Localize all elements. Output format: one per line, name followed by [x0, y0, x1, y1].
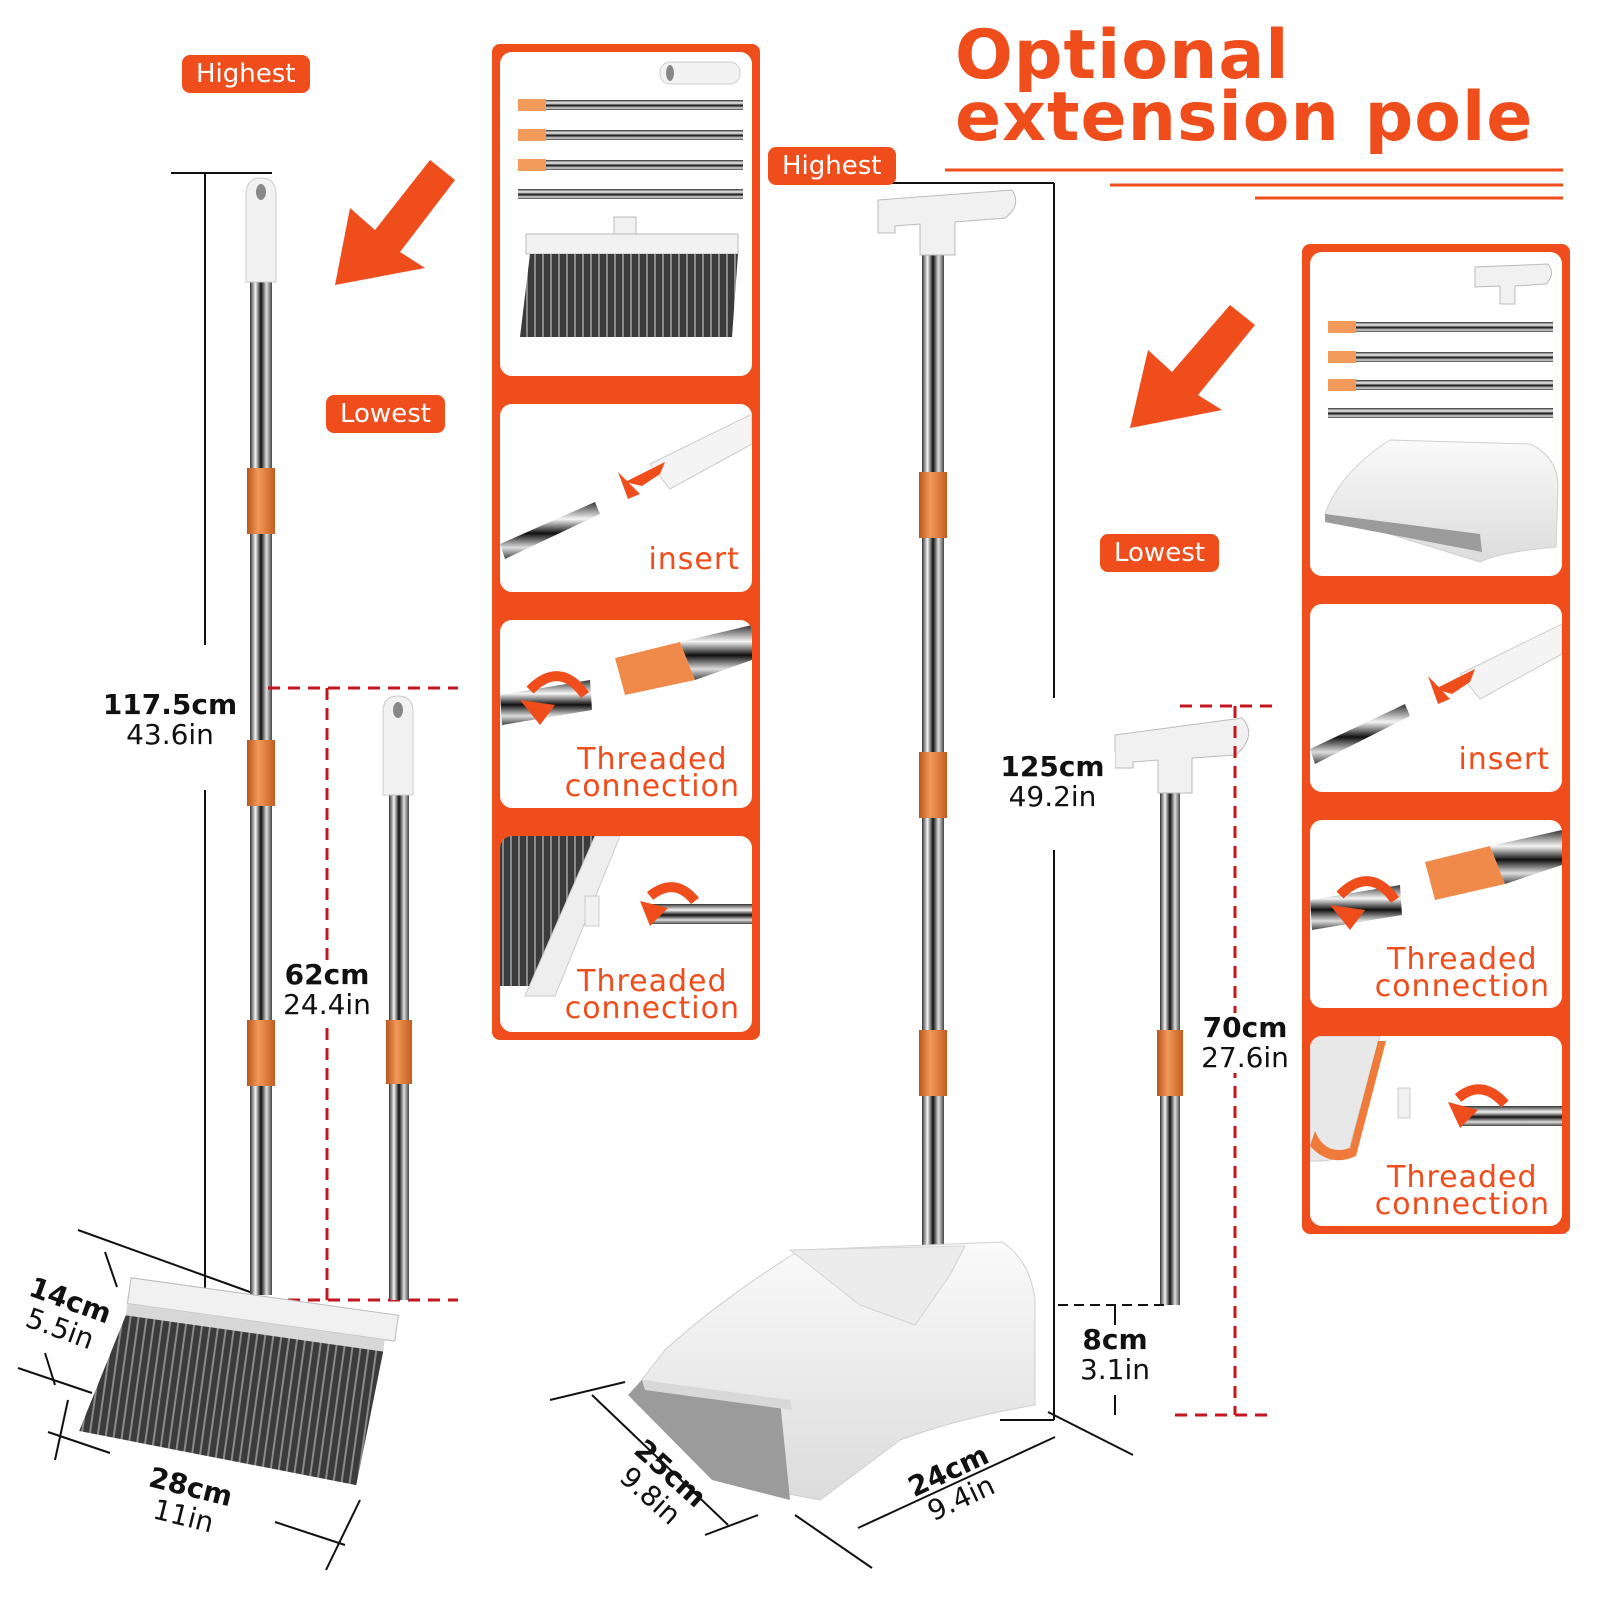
broom-threaded-card-1: Threaded connection — [500, 620, 752, 808]
dustpan-insert-illustration — [1310, 623, 1562, 764]
dustpan-threaded-card-1: Threaded connection — [1310, 820, 1562, 1008]
dustpan-parts-card — [1310, 252, 1562, 576]
threaded-caption: Threaded connection — [564, 742, 740, 804]
dim-in: 24.4in — [283, 988, 371, 1021]
highest-label-broom: Highest — [182, 55, 310, 93]
threaded-caption: Threaded connection — [1374, 942, 1550, 1004]
dim-cm: 8cm — [1082, 1323, 1148, 1356]
dim-cm: 117.5cm — [102, 688, 238, 721]
threaded-line-2: connection — [1374, 1187, 1550, 1222]
broom-parts-illustration — [518, 61, 743, 337]
dustpan-full-height-dim: 125cm 49.2in — [990, 752, 1115, 812]
dim-in: 27.6in — [1201, 1041, 1289, 1074]
arrow-left-icon — [335, 160, 455, 285]
threaded-line-1: Threaded — [577, 964, 728, 999]
broom-threaded-card-2: Threaded connection — [500, 836, 752, 1032]
dustpan-base-height-dim: 8cm 3.1in — [1060, 1325, 1170, 1385]
threaded-line-1: Threaded — [1387, 942, 1538, 977]
lowest-label-broom: Lowest — [326, 395, 445, 433]
threaded-caption: Threaded connection — [564, 964, 740, 1026]
threaded-line-1: Threaded — [577, 742, 728, 777]
dustpan-short-height-dim: 70cm 27.6in — [1190, 1013, 1300, 1073]
threaded-connection-illustration — [1310, 830, 1562, 930]
broom-insert-illustration — [500, 413, 752, 559]
threaded-line-2: connection — [1374, 969, 1550, 1004]
dustpan-parts-illustration — [1324, 263, 1559, 563]
lowest-label-dustpan: Lowest — [1100, 534, 1219, 572]
dim-cm: 125cm — [1000, 750, 1105, 783]
threaded-line-2: connection — [564, 991, 740, 1026]
broom-parts-card — [500, 52, 752, 376]
dustpan-threaded-card-2: Threaded connection — [1310, 1036, 1562, 1226]
insert-caption: insert — [648, 542, 740, 577]
broom-insert-card: insert — [500, 404, 752, 592]
pan-threaded-illustration — [1310, 1036, 1562, 1162]
title-line-2: extension pole — [955, 78, 1534, 157]
arrow-right-icon — [1130, 305, 1255, 428]
dim-cm: 70cm — [1202, 1011, 1288, 1044]
threaded-line-2: connection — [564, 769, 740, 804]
threaded-connection-illustration — [500, 625, 752, 725]
dustpan-insert-card: insert — [1310, 604, 1562, 792]
highest-label-dustpan: Highest — [768, 147, 896, 185]
dim-in: 43.6in — [126, 718, 214, 751]
dim-in: 49.2in — [1008, 780, 1097, 813]
insert-caption: insert — [1458, 742, 1550, 777]
threaded-line-1: Threaded — [1387, 1160, 1538, 1195]
dim-cm: 62cm — [284, 958, 370, 991]
title-line-1: Optional — [955, 16, 1290, 95]
broom-short-height-dim: 62cm 24.4in — [272, 960, 382, 1020]
page-title: Optional extension pole — [955, 16, 1534, 157]
broom-full-height-dim: 117.5cm 43.6in — [95, 690, 245, 750]
dim-in: 3.1in — [1079, 1353, 1151, 1386]
head-threaded-illustration — [500, 836, 752, 997]
threaded-caption: Threaded connection — [1374, 1160, 1550, 1222]
